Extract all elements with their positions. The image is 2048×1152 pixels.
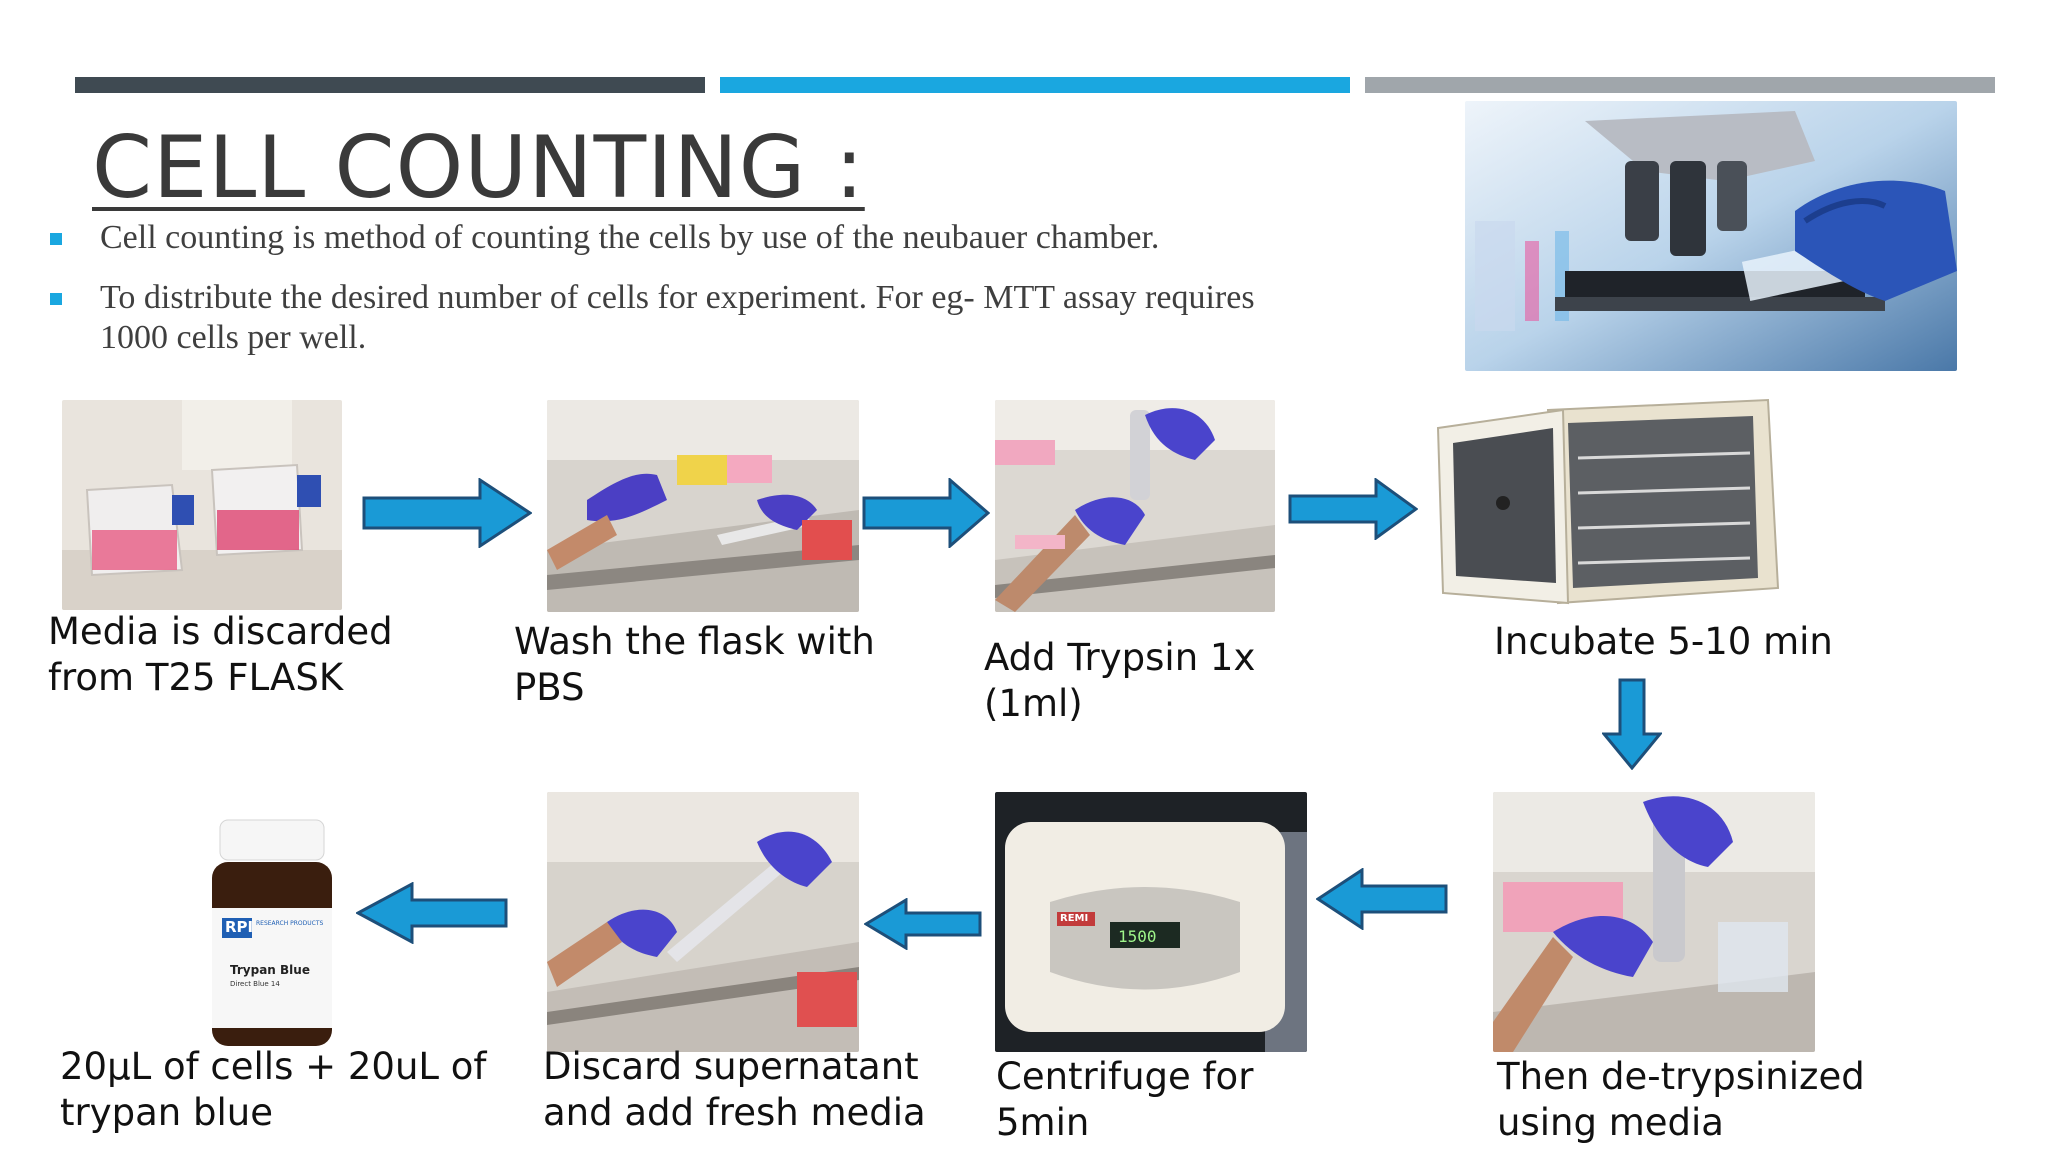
bottle-sublabel: Direct Blue 14 (230, 980, 280, 988)
de-trypsinized-photo (1493, 792, 1815, 1052)
accent-bar-blue (720, 77, 1350, 93)
step-caption-de-trypsinize: Then de-trypsinized using media (1497, 1055, 1865, 1144)
accent-bar-dark (75, 77, 705, 93)
centrifuge-display: 1500 (1118, 927, 1157, 946)
arrow-right-icon (862, 478, 990, 548)
bottle-brand-subtitle: RESEARCH PRODUCTS (256, 920, 324, 927)
bottle-brand: RPI (225, 918, 254, 936)
bullet-text: Cell counting is method of counting the … (100, 219, 1160, 256)
arrow-down-icon (1602, 678, 1662, 770)
slide-title: CELL COUNTING : (92, 118, 865, 218)
step-caption-wash-pbs: Wash the flask with PBS (514, 620, 875, 709)
add-trypsin-photo (995, 400, 1275, 612)
bullet-item: To distribute the desired number of cell… (48, 278, 1378, 358)
t25-flask-photo (62, 400, 342, 610)
wash-pbs-photo (547, 400, 859, 612)
incubator-photo (1428, 398, 1786, 610)
bullet-text-continued: 1000 cells per well. (100, 319, 367, 356)
centrifuge-brand: REMI (1060, 913, 1089, 924)
arrow-left-icon (864, 898, 982, 950)
step-caption-trypan-blue: 20µL of cells + 20uL of trypan blue (60, 1045, 487, 1134)
step-caption-discard-supernatant: Discard supernatant and add fresh media (543, 1045, 926, 1134)
step-caption-add-trypsin: Add Trypsin 1x (1ml) (984, 636, 1256, 725)
step-caption-centrifuge: Centrifuge for 5min (996, 1055, 1254, 1144)
accent-bar-grey (1365, 77, 1995, 93)
arrow-right-icon (362, 478, 532, 548)
arrow-left-icon (356, 882, 508, 944)
step-caption-discard-media: Media is discarded from T25 FLASK (48, 610, 393, 699)
arrow-right-icon (1288, 478, 1418, 540)
bullet-square-icon (50, 293, 62, 305)
bullet-text: To distribute the desired number of cell… (100, 279, 1255, 316)
step-caption-incubate: Incubate 5-10 min (1494, 620, 1833, 663)
bullet-item: Cell counting is method of counting the … (48, 218, 1378, 258)
bullet-list: Cell counting is method of counting the … (48, 218, 1378, 378)
bullet-square-icon (50, 233, 62, 245)
trypan-blue-bottle-photo: RPI RESEARCH PRODUCTS Trypan Blue Direct… (208, 818, 336, 1046)
discard-supernatant-photo (547, 792, 859, 1052)
microscope-photo (1465, 101, 1957, 371)
arrow-left-icon (1316, 868, 1448, 930)
bottle-label: Trypan Blue (230, 963, 310, 977)
centrifuge-photo: 1500 REMI (995, 792, 1307, 1052)
